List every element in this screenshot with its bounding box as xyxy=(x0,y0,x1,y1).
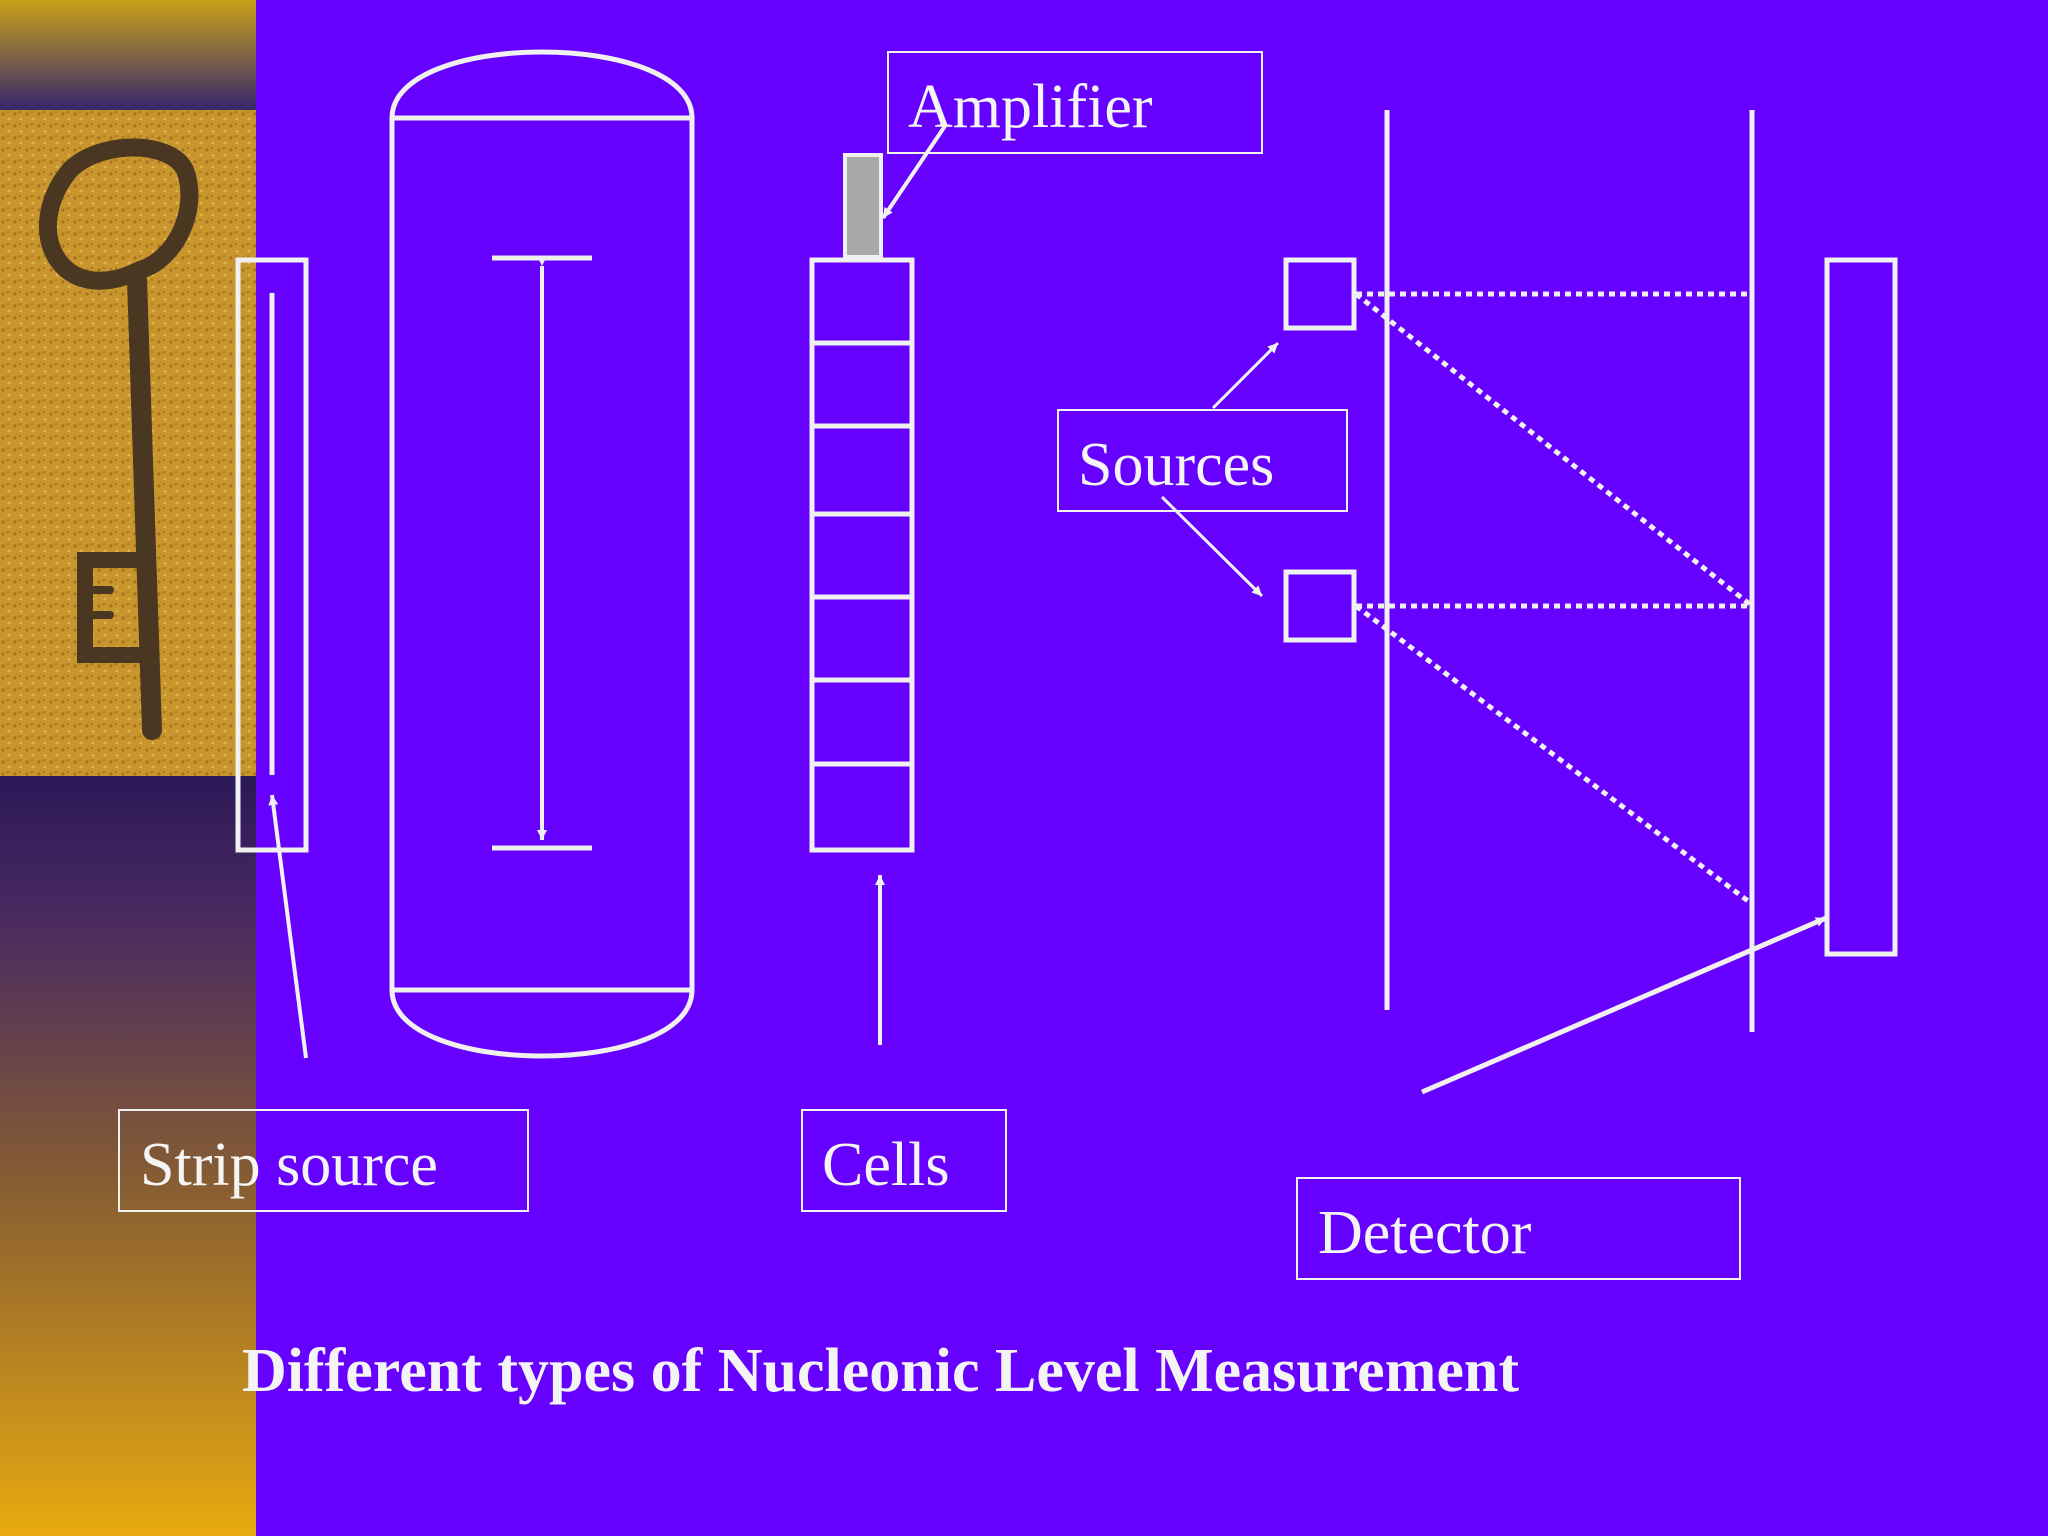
detector-pointer xyxy=(1421,915,1827,1095)
sources-pointer-upper xyxy=(1211,341,1280,410)
sources-label: Sources xyxy=(1078,431,1275,499)
beam-path xyxy=(1354,604,1754,906)
cells-column xyxy=(809,257,915,853)
source-box-upper xyxy=(1283,257,1357,331)
detector-box xyxy=(1824,257,1898,957)
detector-label-box xyxy=(1296,1177,1741,1280)
strip-source-label-box xyxy=(118,1109,529,1212)
sources-pointer-lower xyxy=(1160,495,1264,598)
source-box-lower xyxy=(1283,569,1357,643)
key-icon xyxy=(38,138,199,740)
slide-caption: Different types of Nucleonic Level Measu… xyxy=(242,1337,1519,1405)
cells-label: Cells xyxy=(822,1131,950,1199)
amplifier-block xyxy=(843,153,883,259)
strip-source-housing xyxy=(235,257,309,853)
key-photo xyxy=(0,110,256,776)
beam-path xyxy=(1354,292,1754,608)
cells-label-box xyxy=(801,1109,1007,1212)
sources-label-box xyxy=(1057,409,1348,512)
amplifier-label-box xyxy=(887,51,1263,154)
strip-source-label: Strip source xyxy=(140,1131,438,1199)
strip-source-pointer xyxy=(268,794,308,1059)
amplifier-label: Amplifier xyxy=(908,73,1153,141)
amplifier-pointer xyxy=(881,124,947,220)
detector-label: Detector xyxy=(1318,1199,1532,1267)
